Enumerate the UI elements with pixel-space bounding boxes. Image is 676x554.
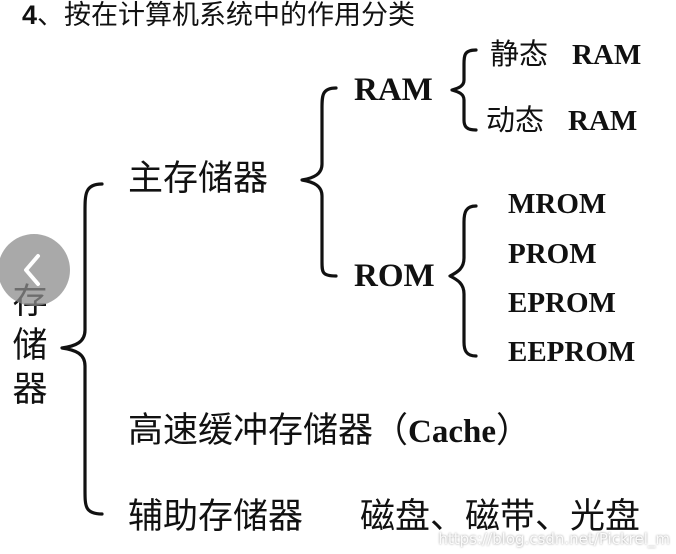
chevron-left-icon: [24, 254, 40, 286]
page-title: 4、按在计算机系统中的作用分类: [22, 0, 416, 31]
brace-root: [60, 182, 104, 516]
rom-item-mrom: MROM: [508, 188, 607, 220]
main-memory-label: 主存储器: [128, 159, 269, 199]
ram-dynamic-en: RAM: [568, 105, 638, 137]
ram-static-en: RAM: [572, 39, 642, 71]
rom-label: ROM: [354, 258, 435, 294]
title-number: 4: [22, 0, 38, 30]
brace-main: [300, 86, 338, 278]
ram-dynamic-cn: 动态: [486, 103, 545, 137]
rom-item-prom: PROM: [508, 238, 597, 270]
ram-static-item: 静态 RAM: [490, 40, 641, 70]
cache-paren-close: ）: [496, 411, 532, 451]
watermark: https://blog.csdn.net/Pickrel_m: [438, 530, 670, 548]
ram-dynamic-item: 动态 RAM: [486, 106, 637, 136]
aux-memory-examples: 磁盘、磁带、光盘: [360, 497, 641, 537]
title-text: 、按在计算机系统中的作用分类: [37, 0, 416, 31]
prev-nav-button[interactable]: [0, 234, 70, 306]
brace-ram: [450, 48, 478, 132]
root-char-2: 储: [12, 326, 48, 366]
rom-item-eprom: EPROM: [508, 287, 616, 319]
cache-paren-open: （: [373, 411, 409, 451]
cache-cn: 高速缓冲存储器: [128, 411, 374, 451]
cache-label: 高速缓冲存储器（Cache）: [128, 414, 531, 449]
rom-item-eeprom: EEPROM: [508, 336, 636, 368]
root-char-3: 器: [12, 370, 48, 410]
aux-memory-label: 辅助存储器: [128, 497, 304, 537]
ram-label: RAM: [354, 72, 433, 108]
cache-en: Cache: [408, 414, 497, 450]
ram-static-cn: 静态: [490, 37, 549, 71]
brace-rom: [448, 204, 478, 358]
